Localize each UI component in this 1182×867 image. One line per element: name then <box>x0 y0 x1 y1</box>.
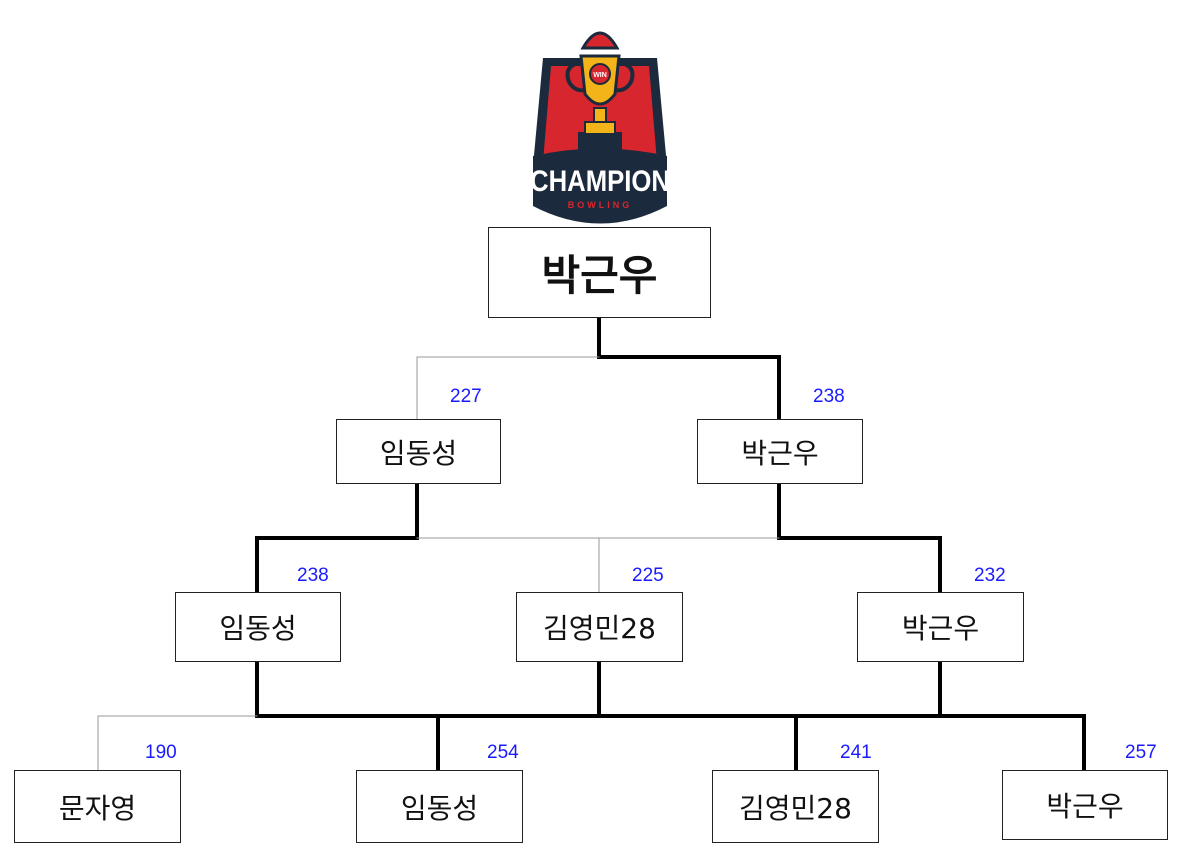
winner-name: 박근우 <box>541 251 658 300</box>
player-name: 임동성 <box>379 436 458 470</box>
player-name: 임동성 <box>219 612 297 645</box>
player-name: 김영민28 <box>739 791 852 825</box>
logo-title: CHAMPION <box>530 165 670 198</box>
semi-player-1: 임동성 <box>175 592 341 662</box>
first-round-player-1: 문자영 <box>14 770 181 843</box>
first-round-player-3: 김영민28 <box>712 770 879 843</box>
line-r1-1 <box>97 715 258 771</box>
score-label: 257 <box>1125 742 1157 763</box>
final-player-right: 박근우 <box>697 419 863 484</box>
logo-subtitle: BOWLING <box>568 200 633 210</box>
player-name: 박근우 <box>741 436 819 470</box>
score-label: 238 <box>297 565 329 586</box>
score-label: 232 <box>974 565 1006 586</box>
semi-player-2: 김영민28 <box>516 592 683 662</box>
line-r2-main <box>255 660 1086 772</box>
first-round-player-4: 박근우 <box>1002 770 1168 840</box>
score-label: 190 <box>145 742 177 763</box>
player-name: 박근우 <box>901 612 980 645</box>
score-label: 227 <box>450 386 482 407</box>
winner-box: 박근우 <box>488 227 711 318</box>
line-winner-to-left <box>416 356 600 420</box>
logo-badge-text: WIN <box>593 72 607 79</box>
player-name: 박근우 <box>1046 790 1124 823</box>
semi-player-3: 박근우 <box>857 592 1024 662</box>
score-label: 238 <box>813 386 845 407</box>
player-name: 임동성 <box>400 791 479 825</box>
line-r3-right <box>777 482 942 594</box>
score-label: 254 <box>487 742 519 763</box>
line-r3-left <box>255 482 419 594</box>
final-player-left: 임동성 <box>336 419 501 484</box>
line-winner-to-right <box>597 316 781 421</box>
score-label: 225 <box>632 565 664 586</box>
score-label: 241 <box>840 742 872 763</box>
player-name: 김영민28 <box>543 612 656 645</box>
player-name: 문자영 <box>58 791 137 825</box>
champion-bowling-logo: WIN CHAMPION BOWLING <box>530 31 670 224</box>
first-round-player-2: 임동성 <box>356 770 523 843</box>
